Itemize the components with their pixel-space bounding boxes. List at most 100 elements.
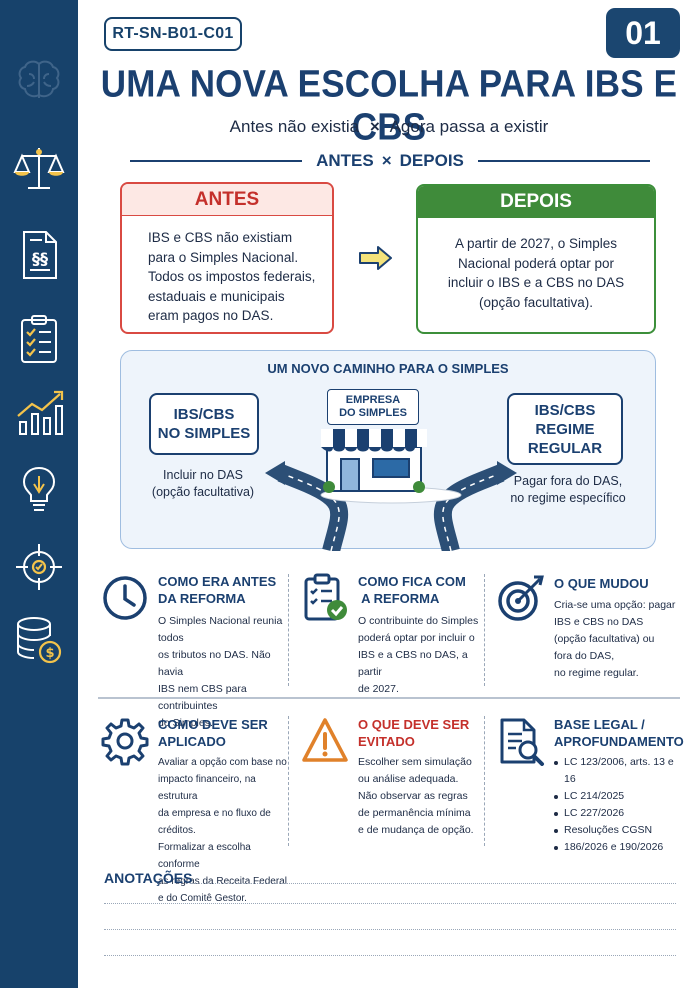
growth-chart-icon xyxy=(12,386,66,440)
legal-reference-item: LC 214/2025 xyxy=(554,788,684,805)
column-separator xyxy=(288,716,289,846)
page-subtitle: Antes não existia × Agora passa a existi… xyxy=(78,117,700,137)
section-divider xyxy=(98,697,680,699)
section-title-line: DA REFORMA xyxy=(158,591,246,606)
section-body: Escolher sem simulação ou análise adequa… xyxy=(358,754,488,839)
warning-icon xyxy=(300,716,350,766)
caption-line: (opção facultativa) xyxy=(151,485,255,499)
section-title-line: EVITADO xyxy=(358,734,415,749)
sidebar: §§ $ xyxy=(0,0,78,988)
section-title-line: O QUE DEVE SER xyxy=(358,717,470,732)
page-title: UMA NOVA ESCOLHA PARA IBS E CBS xyxy=(100,62,678,149)
caption-line: no regime específico xyxy=(510,491,626,505)
antes-card-body: IBS e CBS não existiam para o Simples Na… xyxy=(122,216,332,326)
option-left-line: NO SIMPLES xyxy=(157,425,251,442)
section-title-line: COMO FICA COM xyxy=(358,574,466,589)
legal-reference-item: LC 123/2006, arts. 13 e 16 xyxy=(554,754,684,788)
svg-text:§§: §§ xyxy=(32,249,48,268)
caption-line: Incluir no DAS xyxy=(163,468,243,482)
legal-reference-item: 186/2026 e 190/2026 xyxy=(554,839,684,856)
section-body-line: (opção facultativa) ou xyxy=(554,633,655,645)
option-right-line: IBS/CBS xyxy=(534,401,596,419)
section-body-line: ou análise adequada. xyxy=(358,773,459,785)
depois-line: (opção facultativa). xyxy=(478,294,594,310)
checklist-icon xyxy=(12,312,66,366)
depois-card: DEPOIS A partir de 2027, o Simples Nacio… xyxy=(416,184,656,334)
section-body-line: as regras da Receita Federal xyxy=(158,876,287,887)
section-body-line: IBS nem CBS para contribuintes xyxy=(158,683,247,712)
option-left-caption: Incluir no DAS (opção facultativa) xyxy=(139,467,267,501)
new-path-title: UM NOVO CAMINHO PARA O SIMPLES xyxy=(267,361,509,376)
subtitle-left: Antes não existia xyxy=(229,117,360,136)
section-body-line: impacto financeiro, na estrutura xyxy=(158,774,256,802)
section-body-line: O Simples Nacional reunia todos xyxy=(158,615,283,644)
note-line[interactable] xyxy=(104,892,676,904)
section-o-que-mudou: O QUE MUDOU Cria-se uma opção: pagar IBS… xyxy=(496,573,680,691)
section-body-line: Escolher sem simulação xyxy=(358,756,472,768)
note-line[interactable] xyxy=(104,918,676,930)
store-label-line: DO SIMPLES xyxy=(339,407,407,419)
antes-depois-divider: ANTES×DEPOIS xyxy=(130,148,650,174)
divider-line-right xyxy=(477,160,650,162)
option-right-line: REGIME xyxy=(535,420,595,438)
gear-icon xyxy=(100,716,150,766)
depois-line: Nacional poderá optar por xyxy=(457,255,615,271)
document-code: RT-SN-B01-C01 xyxy=(104,17,242,51)
section-title: O QUE MUDOU xyxy=(554,575,684,592)
section-title: O QUE DEVE SER EVITADO xyxy=(358,716,488,750)
section-body-line: do Simples. xyxy=(158,717,213,729)
section-como-aplicar: COMO DEVE SER APLICADO Avaliar a opção c… xyxy=(100,716,287,904)
section-body-line: Não observar as regras xyxy=(358,790,468,802)
legal-reference-item: LC 227/2026 xyxy=(554,805,684,822)
target-arrow-icon xyxy=(496,573,546,623)
section-body-line: e de mudança de opção. xyxy=(358,824,474,836)
depois-line: A partir de 2027, o Simples xyxy=(454,236,618,251)
antes-line: eram pagos no DAS. xyxy=(148,308,274,323)
section-body: O contribuinte do Simples poderá optar p… xyxy=(358,613,488,698)
section-body-line: fora do DAS, xyxy=(554,650,615,662)
divider-line-left xyxy=(130,160,303,162)
option-right-caption: Pagar fora do DAS, no regime específico xyxy=(493,473,643,507)
section-body: Cria-se uma opção: pagar IBS e CBS no DA… xyxy=(554,597,684,682)
section-title: COMO FICA COM A REFORMA xyxy=(358,573,488,607)
antes-line: Todos os impostos federais, xyxy=(148,269,316,284)
section-body-line: Cria-se uma opção: pagar xyxy=(554,599,676,611)
page-number-badge: 01 xyxy=(606,8,680,58)
target-icon xyxy=(12,540,66,594)
scales-icon xyxy=(12,142,66,196)
section-body-line: no regime regular. xyxy=(554,667,639,679)
section-body-line: Avaliar a opção com base no xyxy=(158,757,287,768)
svg-text:$: $ xyxy=(45,646,54,661)
brain-icon xyxy=(12,56,66,110)
column-separator xyxy=(288,574,289,686)
document-search-icon xyxy=(496,716,546,766)
section-como-fica: COMO FICA COM A REFORMA O contribuinte d… xyxy=(300,573,484,695)
forked-road-icon xyxy=(265,461,517,551)
divider-right: DEPOIS xyxy=(399,151,464,170)
note-line[interactable] xyxy=(104,944,676,956)
section-body-line: de 2027. xyxy=(358,683,399,695)
depois-card-body: A partir de 2027, o Simples Nacional pod… xyxy=(418,218,654,312)
arrow-right-icon xyxy=(358,244,394,272)
caption-line: Pagar fora do DAS, xyxy=(513,474,623,488)
section-title-line: BASE LEGAL / xyxy=(554,717,645,732)
section-body-line: IBS e a CBS no DAS, a partir xyxy=(358,649,468,678)
divider-left: ANTES xyxy=(316,151,374,170)
column-separator xyxy=(484,716,485,846)
section-body-line: da empresa e no fluxo de créditos. xyxy=(158,808,271,836)
section-base-legal: BASE LEGAL / APROFUNDAMENTO LC 123/2006,… xyxy=(496,716,684,856)
section-como-era: COMO ERA ANTES DA REFORMA O Simples Naci… xyxy=(100,573,284,729)
database-money-icon: $ xyxy=(12,612,66,666)
legal-references-list: LC 123/2006, arts. 13 e 16 LC 214/2025 L… xyxy=(554,754,684,856)
option-left-line: IBS/CBS xyxy=(173,406,235,423)
note-line[interactable] xyxy=(190,868,676,884)
depois-card-header: DEPOIS xyxy=(418,186,654,218)
section-title-line: A REFORMA xyxy=(358,591,440,606)
legal-reference-item: Resoluções CGSN xyxy=(554,822,684,839)
section-title-line: APROFUNDAMENTO xyxy=(554,734,684,749)
clipboard-check-icon xyxy=(300,573,350,623)
law-document-icon: §§ xyxy=(12,228,66,282)
